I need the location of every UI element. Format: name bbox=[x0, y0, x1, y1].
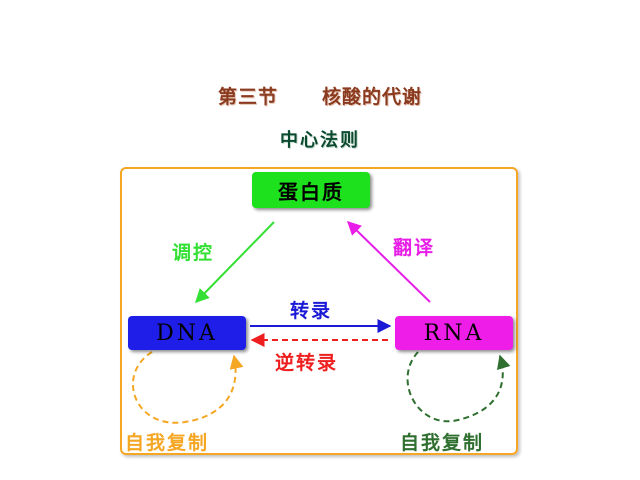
dna-replication-loop bbox=[132, 351, 244, 424]
subtitle: 中心法则 bbox=[280, 130, 360, 151]
title-section: 第三节 bbox=[217, 86, 278, 108]
dna-self-replication-label: 自我复制 bbox=[125, 432, 210, 454]
transcription-label: 转录 bbox=[290, 300, 333, 322]
rna-self-replication-label: 自我复制 bbox=[400, 432, 485, 454]
rna-node: RNA bbox=[395, 316, 513, 350]
title-topic: 核酸的代谢 bbox=[322, 86, 423, 108]
regulation-arrow bbox=[195, 221, 275, 304]
translation-label: 翻译 bbox=[393, 237, 436, 259]
protein-node: 蛋白质 bbox=[252, 172, 370, 208]
translation-arrow bbox=[346, 221, 431, 303]
reverse-transcription-label: 逆转录 bbox=[275, 352, 339, 374]
page-title: 第三节 核酸的代谢 bbox=[0, 82, 640, 109]
rna-replication-loop bbox=[406, 351, 511, 423]
regulation-label: 调控 bbox=[172, 242, 215, 264]
diagram-frame bbox=[120, 167, 518, 455]
dna-node: DNA bbox=[128, 316, 246, 350]
